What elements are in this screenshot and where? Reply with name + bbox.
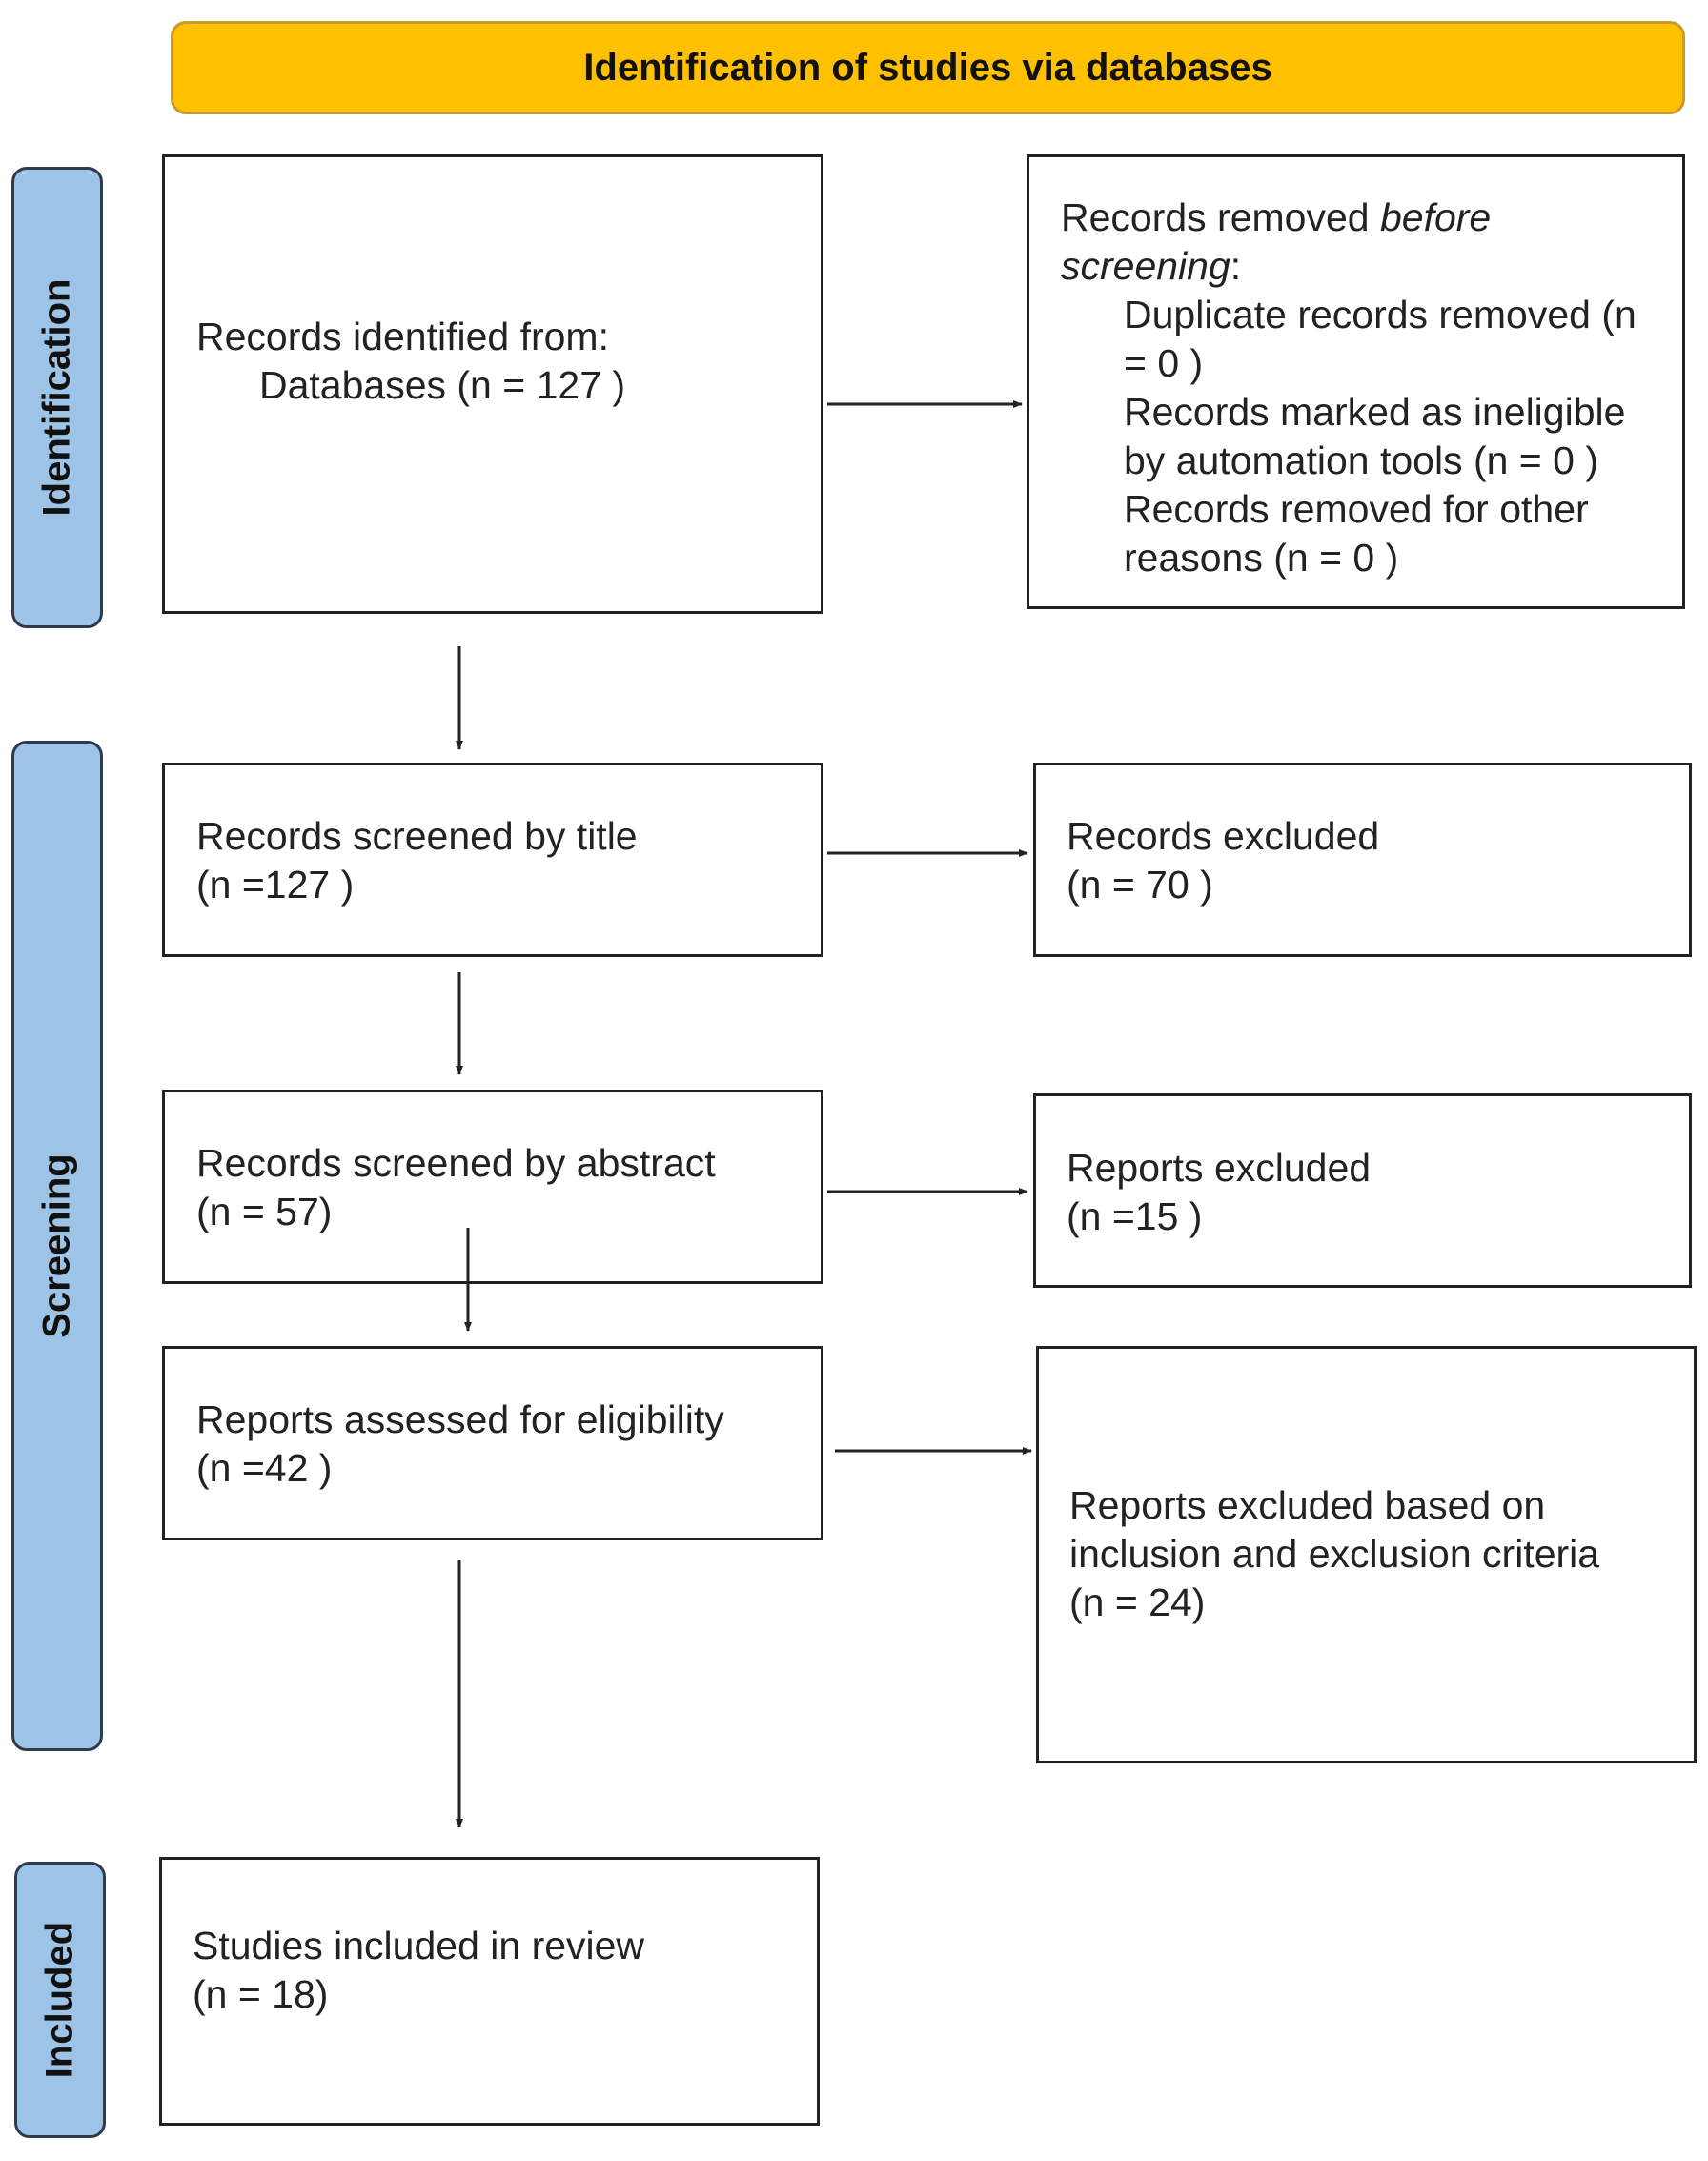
screened-by-abstract-box: Records screened by abstract (n = 57) xyxy=(162,1090,824,1284)
studies-included-count: (n = 18) xyxy=(193,1972,329,2016)
header-banner: Identification of studies via databases xyxy=(171,21,1685,114)
excluded-criteria-count: (n = 24) xyxy=(1069,1580,1206,1624)
screened-by-abstract-count: (n = 57) xyxy=(196,1190,333,1233)
screened-by-title-box: Records screened by title (n =127 ) xyxy=(162,763,824,957)
duplicate-records-count: = 0 ) xyxy=(1124,341,1204,385)
phase-identification: Identification xyxy=(11,167,103,628)
phase-screening: Screening xyxy=(11,741,103,1751)
before-emphasis: before xyxy=(1379,195,1492,239)
reports-excluded-label: Reports excluded xyxy=(1067,1146,1372,1190)
records-removed-heading-cont: screening: xyxy=(1061,244,1242,288)
ineligible-records: Records marked as ineligible xyxy=(1124,390,1626,434)
header-title: Identification of studies via databases xyxy=(583,46,1272,89)
records-excluded-box: Records excluded (n = 70 ) xyxy=(1033,763,1692,957)
records-excluded-count: (n = 70 ) xyxy=(1067,863,1213,907)
excluded-criteria-label: Reports excluded based on xyxy=(1069,1483,1546,1527)
studies-included-label: Studies included in review xyxy=(193,1924,645,1967)
records-identified-heading: Records identified from: xyxy=(196,315,609,358)
records-identified-databases: Databases (n = 127 ) xyxy=(259,363,626,407)
ineligible-records-count: by automation tools (n = 0 ) xyxy=(1124,438,1598,482)
records-excluded-label: Records excluded xyxy=(1067,814,1380,858)
screened-by-title-label: Records screened by title xyxy=(196,814,638,858)
screening-emphasis: screening xyxy=(1061,244,1230,288)
records-removed-box: Records removed before screening: Duplic… xyxy=(1027,154,1685,609)
other-reasons-records: Records removed for other xyxy=(1124,487,1589,531)
phase-included: Included xyxy=(14,1862,106,2138)
excluded-criteria-label-cont: inclusion and exclusion criteria xyxy=(1069,1532,1600,1576)
assessed-eligibility-box: Reports assessed for eligibility (n =42 … xyxy=(162,1346,824,1540)
records-identified-box: Records identified from: Databases (n = … xyxy=(162,154,824,614)
assessed-eligibility-count: (n =42 ) xyxy=(196,1446,333,1490)
duplicate-records: Duplicate records removed (n xyxy=(1124,293,1637,336)
studies-included-box: Studies included in review (n = 18) xyxy=(159,1857,820,2126)
excluded-criteria-box: Reports excluded based on inclusion and … xyxy=(1036,1346,1697,1763)
reports-excluded-count: (n =15 ) xyxy=(1067,1194,1203,1238)
screened-by-abstract-label: Records screened by abstract xyxy=(196,1141,716,1185)
other-reasons-count: reasons (n = 0 ) xyxy=(1124,536,1399,580)
records-removed-heading: Records removed before xyxy=(1061,195,1492,239)
screened-by-title-count: (n =127 ) xyxy=(196,863,355,907)
assessed-eligibility-label: Reports assessed for eligibility xyxy=(196,1397,724,1441)
reports-excluded-box: Reports excluded (n =15 ) xyxy=(1033,1093,1692,1288)
